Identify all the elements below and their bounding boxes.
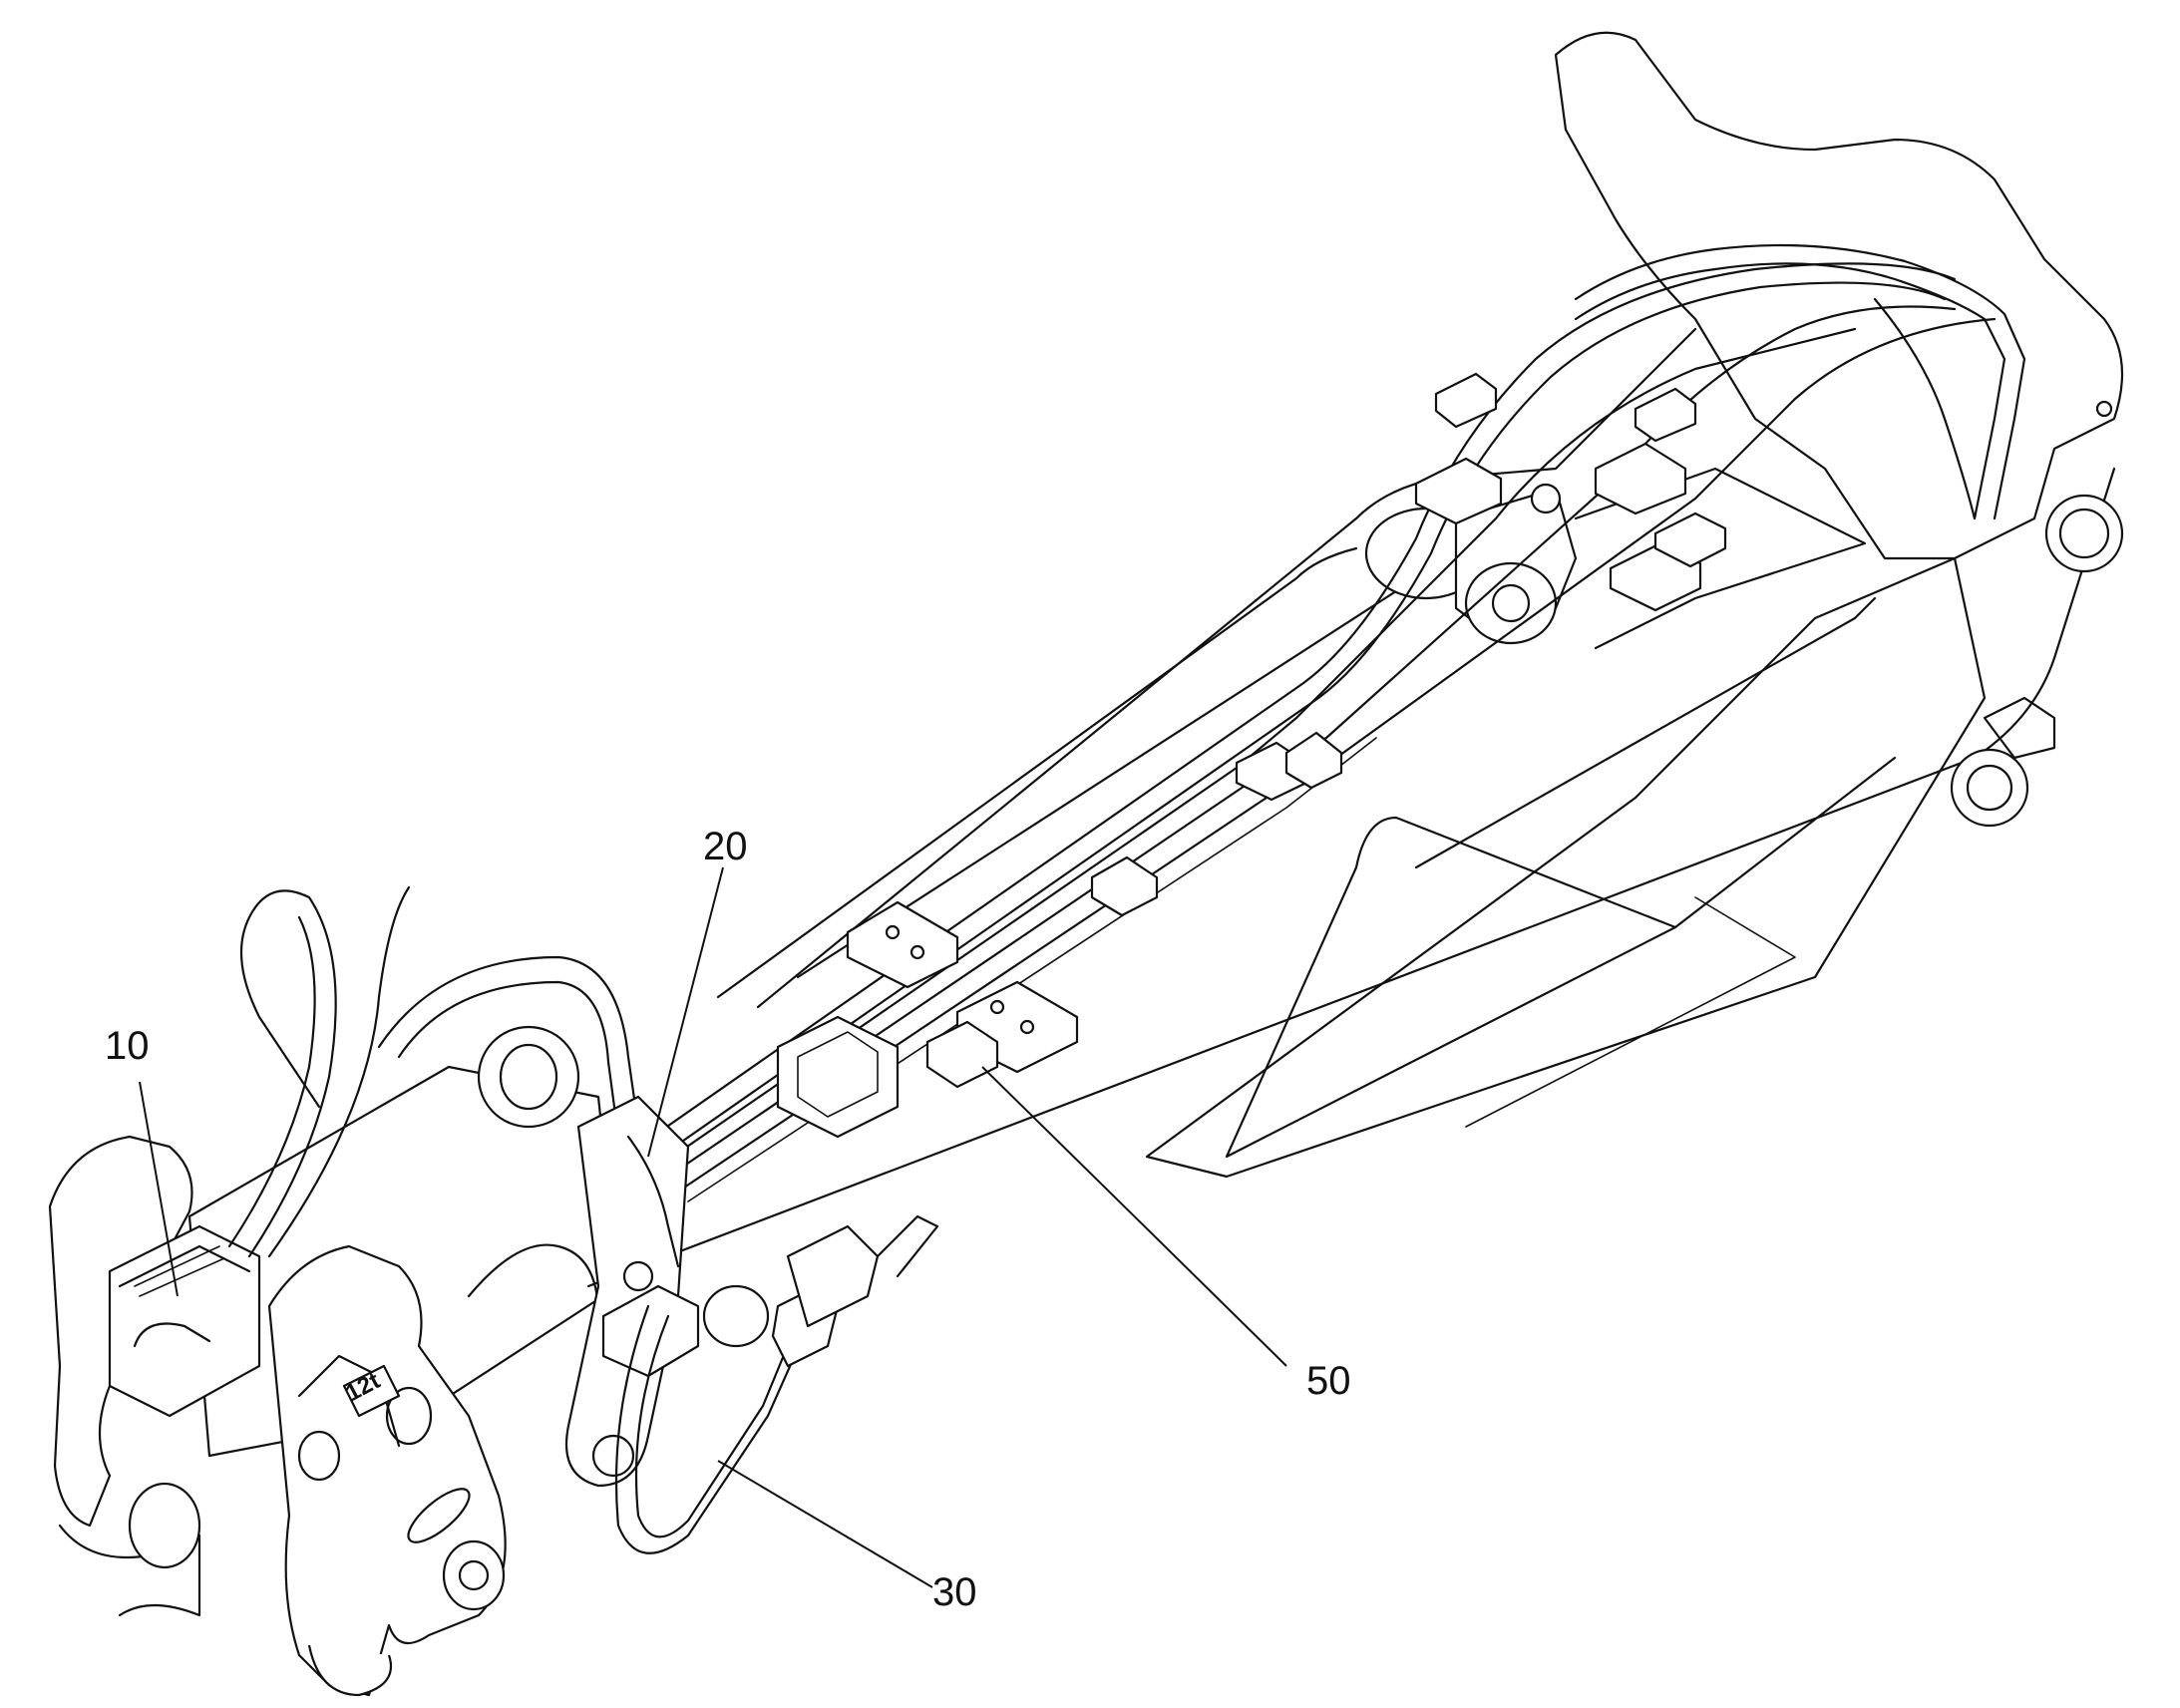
coupler-left-pin <box>128 1482 201 1569</box>
boom-top-face <box>716 546 1358 999</box>
hose-30 <box>614 1304 810 1554</box>
link-bracket <box>601 1284 700 1378</box>
leader-30 <box>717 1460 933 1588</box>
hose-d <box>676 317 1997 1194</box>
coupler-top-barrel-inner <box>499 1043 558 1111</box>
clamp-3 <box>1090 855 1159 917</box>
link-arm <box>564 1095 690 1488</box>
right-pin-boss-lower <box>1950 748 2029 828</box>
boom-inner-cut <box>1225 816 1677 1159</box>
hose-a-outer <box>651 281 1947 1164</box>
boom-tip <box>1554 31 2124 560</box>
pivot-pin-inner <box>1491 583 1531 623</box>
coupler-block-center <box>776 1015 900 1139</box>
clamps <box>776 372 1727 1139</box>
control-box-face <box>118 1244 251 1288</box>
boom-inner-cut-2 <box>1465 896 1796 1128</box>
leader-10 <box>139 1081 179 1297</box>
coupler-hole-a <box>297 1430 341 1482</box>
hose-top-loop-outer <box>1574 243 2026 520</box>
leader-20 <box>647 866 724 1158</box>
coupler-block-detail <box>797 1031 879 1118</box>
boom-arm <box>586 31 2124 1288</box>
fitting-top-right <box>1634 387 1697 443</box>
clamp-5 <box>1284 731 1343 790</box>
coupler-top-barrel <box>477 1025 580 1129</box>
coupler-right-pin <box>442 1539 506 1611</box>
hose-top-loop <box>1574 262 2006 520</box>
right-pin-boss-upper-inner <box>2058 508 2110 559</box>
right-clamp-bracket <box>1983 696 2056 760</box>
clamp-1 <box>846 900 959 989</box>
hose-b <box>656 327 1857 1169</box>
callout-labels: 10 20 30 50 <box>105 825 1351 1614</box>
coupler-hole-b <box>385 1386 433 1446</box>
control-box <box>108 1224 261 1418</box>
clamp-7 <box>1594 442 1687 515</box>
link-arm-pin-top <box>622 1260 654 1292</box>
link-arm-pin-bottom <box>591 1434 635 1478</box>
pivot-pin-top <box>1530 483 1562 514</box>
leader-lines <box>139 866 1287 1588</box>
hose-a <box>636 262 1957 1149</box>
control-box-grille <box>134 1245 225 1297</box>
boom-side-panel <box>1145 556 1987 1179</box>
pivot-pin <box>1464 561 1558 645</box>
coupler-hose-side <box>467 1243 600 1318</box>
hose-20-drop <box>626 1135 680 1268</box>
clamp-9 <box>1653 512 1727 568</box>
valve-block <box>786 1224 880 1328</box>
hose-30-outer <box>634 1314 800 1538</box>
quick-coupler: 12t <box>48 885 700 1697</box>
coupler-right-pin-inner <box>458 1559 490 1591</box>
callout-10: 10 <box>105 1024 150 1068</box>
coupler-right-hook <box>307 1644 393 1697</box>
callout-50: 50 <box>1306 1359 1351 1403</box>
side-cap <box>702 1284 770 1348</box>
leader-50 <box>981 1066 1287 1367</box>
model-badge <box>342 1364 401 1418</box>
coupler-hose-loop-1 <box>239 889 337 1258</box>
hose-right-drop <box>1873 297 1977 520</box>
clamp-1-bolt-b <box>909 944 925 960</box>
hose-block-50 <box>925 1020 999 1089</box>
right-pin-boss-lower-inner <box>1966 764 2013 812</box>
clamp-6 <box>1414 457 1503 525</box>
top-right-bolt <box>2095 400 2113 418</box>
link-and-hose-30 <box>564 1095 939 1554</box>
boom-web <box>1414 596 1897 929</box>
coupler-hose-loop-2 <box>267 885 411 1258</box>
hose-angled-rod <box>876 1214 939 1278</box>
control-box-handle <box>133 1322 211 1348</box>
clamp-2-bolt-a <box>989 999 1005 1015</box>
right-pin-boss-upper <box>2044 494 2124 573</box>
coupler-hose-loop-1-outer <box>227 915 316 1248</box>
clamp-1-bolt-a <box>885 924 901 940</box>
clamp-2-bolt-b <box>1019 1019 1035 1035</box>
fitting-top-left <box>1434 372 1498 429</box>
callout-20: 20 <box>703 825 748 868</box>
coupler-right-plate-inner <box>297 1354 401 1448</box>
callout-30: 30 <box>932 1570 977 1614</box>
coupler-slot <box>407 1488 471 1543</box>
